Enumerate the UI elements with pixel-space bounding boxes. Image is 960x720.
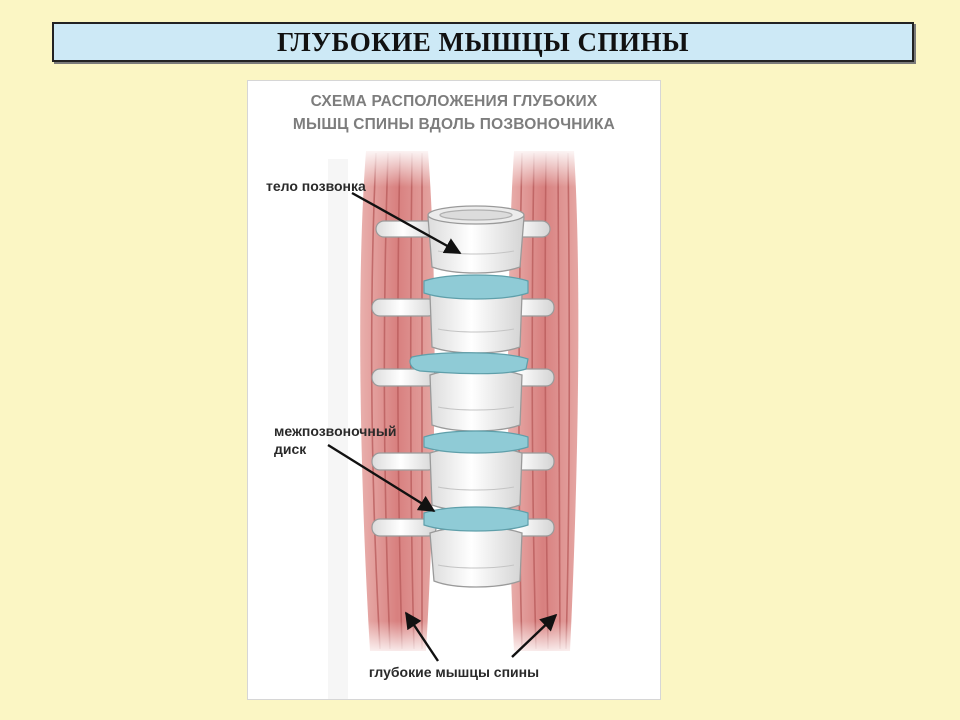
slide-title: ГЛУБОКИЕ МЫШЦЫ СПИНЫ	[277, 26, 689, 57]
background-strip	[328, 159, 348, 699]
label-disc-line-2: диск	[274, 441, 307, 457]
arrow-right-muscle	[511, 613, 558, 658]
vertebra-3	[429, 368, 523, 432]
slide-title-bar: ГЛУБОКИЕ МЫШЦЫ СПИНЫ	[52, 22, 914, 62]
disc-2	[409, 352, 529, 375]
figure-heading-line-1: СХЕМА РАСПОЛОЖЕНИЯ ГЛУБОКИХ	[310, 93, 598, 110]
vertebra-1	[427, 205, 525, 274]
disc-4	[423, 506, 529, 532]
arrow-vertebral-body	[351, 191, 462, 255]
label-deep-muscles: глубокие мышцы спины	[368, 664, 540, 680]
leader-arrows	[327, 191, 558, 662]
disc-1	[423, 274, 529, 300]
vertebral-bodies	[427, 205, 525, 588]
disc-3	[423, 430, 529, 454]
vertebra-5	[429, 526, 523, 588]
arrow-disc	[327, 443, 436, 513]
vertebra-4	[429, 446, 523, 512]
arrow-left-muscle	[405, 611, 439, 662]
spine-illustration	[327, 147, 588, 699]
intervertebral-discs	[409, 274, 529, 532]
spine-diagram: СХЕМА РАСПОЛОЖЕНИЯ ГЛУБОКИХ МЫШЦ СПИНЫ В…	[247, 80, 661, 700]
label-vertebral-body: тело позвонка	[266, 178, 366, 194]
figure-heading-line-2: МЫШЦ СПИНЫ ВДОЛЬ ПОЗВОНОЧНИКА	[292, 116, 616, 133]
label-disc-line-1: межпозвоночный	[274, 423, 397, 439]
